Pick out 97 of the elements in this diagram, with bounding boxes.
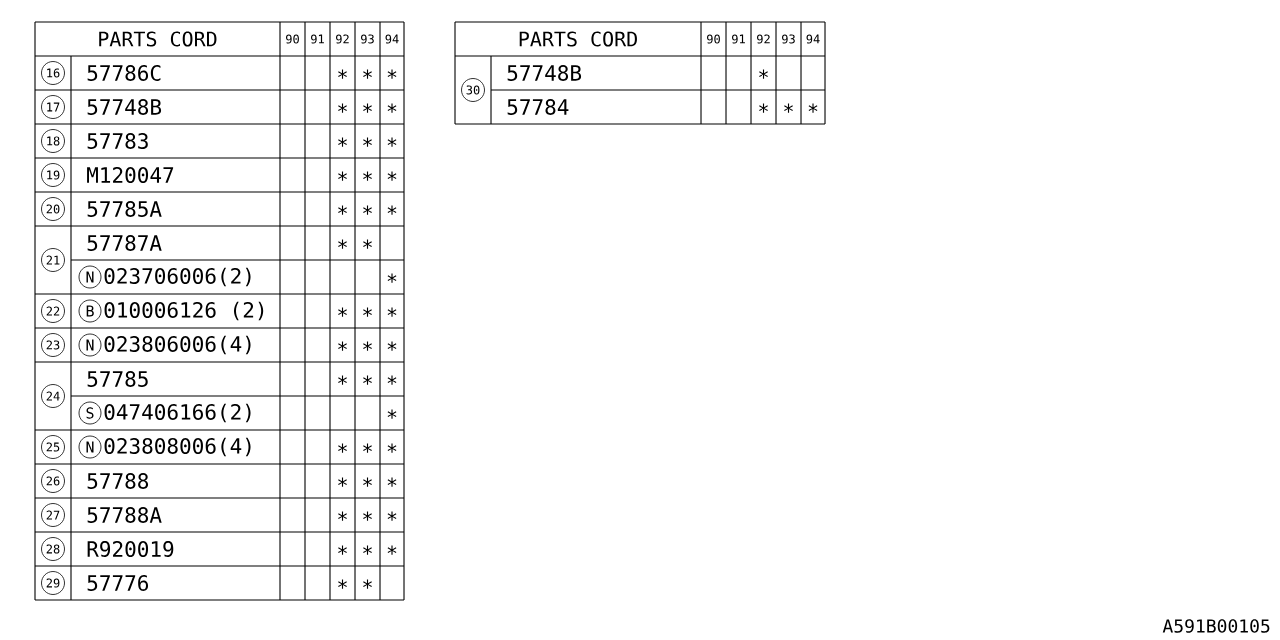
asterisk-mark: * <box>363 239 372 249</box>
callout-number: 24 <box>41 384 65 408</box>
part-number: 57784 <box>507 99 569 115</box>
callout-number: 17 <box>41 95 65 119</box>
asterisk-mark: * <box>338 341 347 351</box>
callout-number: 26 <box>41 469 65 493</box>
part-number: 047406166(2) <box>104 403 251 423</box>
asterisk-mark: * <box>338 477 347 487</box>
circled-letter: S <box>78 401 102 425</box>
year-header: 92 <box>757 34 770 44</box>
asterisk-mark: * <box>338 171 347 181</box>
column-header: PARTS CORD <box>99 31 217 47</box>
circled-letter: N <box>78 435 102 459</box>
part-number: 57788 <box>87 473 149 489</box>
part-number: 023806006(4) <box>104 335 251 355</box>
asterisk-mark: * <box>338 205 347 215</box>
asterisk-mark: * <box>387 273 397 283</box>
year-header: 91 <box>732 34 745 44</box>
callout-number: 16 <box>41 61 65 85</box>
asterisk-mark: * <box>363 545 372 555</box>
callout-number: 23 <box>41 333 65 357</box>
part-number: 57785 <box>87 371 148 387</box>
part-number: 57748B <box>507 65 582 81</box>
part-number: 57783 <box>87 133 148 149</box>
asterisk-mark: * <box>338 239 347 249</box>
asterisk-mark: * <box>387 69 397 79</box>
asterisk-mark: * <box>387 137 397 147</box>
asterisk-mark: * <box>759 103 768 113</box>
part-number: M120047 <box>87 167 174 183</box>
asterisk-mark: * <box>387 103 397 113</box>
asterisk-mark: * <box>387 511 397 521</box>
asterisk-mark: * <box>363 477 372 487</box>
callout-number: 21 <box>41 248 65 272</box>
asterisk-mark: * <box>363 443 372 453</box>
asterisk-mark: * <box>338 443 347 453</box>
asterisk-mark: * <box>387 307 397 317</box>
year-header: 93 <box>782 34 795 44</box>
part-number: 57785A <box>87 201 162 217</box>
part-number: 023808006(4) <box>104 437 251 457</box>
asterisk-mark: * <box>387 205 397 215</box>
asterisk-mark: * <box>338 69 347 79</box>
part-number: 010006126 (2) <box>104 301 264 321</box>
asterisk-mark: * <box>338 375 347 385</box>
asterisk-mark: * <box>338 103 347 113</box>
circled-letter: N <box>78 265 102 289</box>
callout-number: 18 <box>41 129 65 153</box>
callout-number: 27 <box>41 503 65 527</box>
asterisk-mark: * <box>363 137 372 147</box>
year-header: 92 <box>336 34 349 44</box>
asterisk-mark: * <box>387 409 397 419</box>
callout-number: 30 <box>461 78 485 102</box>
asterisk-mark: * <box>363 205 372 215</box>
asterisk-mark: * <box>338 137 347 147</box>
asterisk-mark: * <box>387 443 397 453</box>
column-header: PARTS CORD <box>519 31 637 47</box>
asterisk-mark: * <box>784 103 793 113</box>
asterisk-mark: * <box>363 307 372 317</box>
year-header: 90 <box>286 34 299 44</box>
year-header: 90 <box>707 34 720 44</box>
drawing-number: A591B00105 <box>1162 619 1270 633</box>
asterisk-mark: * <box>387 477 397 487</box>
asterisk-mark: * <box>363 171 372 181</box>
asterisk-mark: * <box>363 375 372 385</box>
circled-letter: B <box>78 299 102 323</box>
callout-number: 19 <box>41 163 65 187</box>
year-header: 94 <box>806 34 820 44</box>
asterisk-mark: * <box>387 341 397 351</box>
asterisk-mark: * <box>808 103 818 113</box>
asterisk-mark: * <box>387 171 397 181</box>
asterisk-mark: * <box>338 579 347 589</box>
callout-number: 29 <box>41 571 65 595</box>
asterisk-mark: * <box>387 375 397 385</box>
asterisk-mark: * <box>363 511 372 521</box>
part-number: 57748B <box>87 99 162 115</box>
year-header: 91 <box>311 34 324 44</box>
callout-number: 28 <box>41 537 65 561</box>
year-header: 94 <box>385 34 399 44</box>
asterisk-mark: * <box>338 511 347 521</box>
asterisk-mark: * <box>363 69 372 79</box>
year-header: 93 <box>361 34 374 44</box>
callout-number: 20 <box>41 197 65 221</box>
part-number: 023706006(2) <box>104 267 251 287</box>
asterisk-mark: * <box>338 307 347 317</box>
callout-number: 22 <box>41 299 65 323</box>
part-number: 57776 <box>87 575 149 591</box>
asterisk-mark: * <box>363 579 372 589</box>
asterisk-mark: * <box>387 545 397 555</box>
part-number: 57786C <box>87 65 161 81</box>
part-number: R920019 <box>87 541 174 557</box>
part-number: 57787A <box>87 235 162 251</box>
part-number: 57788A <box>87 507 162 523</box>
callout-number: 25 <box>41 435 65 459</box>
asterisk-mark: * <box>759 69 768 79</box>
asterisk-mark: * <box>363 103 372 113</box>
circled-letter: N <box>78 333 102 357</box>
asterisk-mark: * <box>363 341 372 351</box>
asterisk-mark: * <box>338 545 347 555</box>
